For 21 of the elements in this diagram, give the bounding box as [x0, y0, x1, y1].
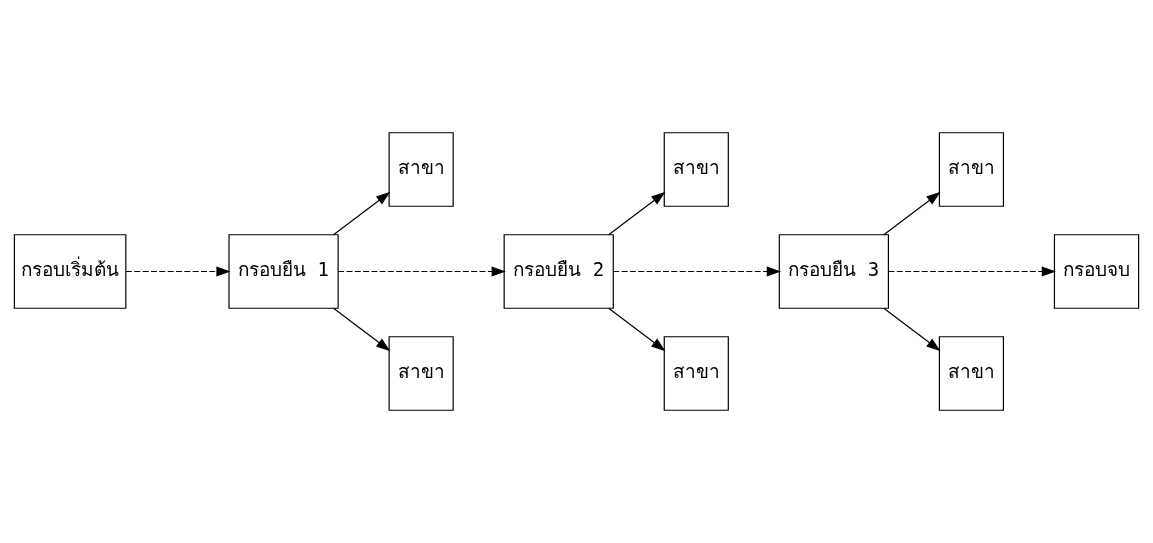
- node-box: กรอบยืน 2: [503, 234, 614, 309]
- arrow: [888, 266, 1056, 277]
- arrow: [332, 307, 391, 352]
- node-box: กรอบยืน 3: [778, 234, 889, 309]
- node-box: กรอบจบ: [1053, 234, 1140, 309]
- arrow: [125, 266, 231, 277]
- node-box: สาขา: [663, 132, 729, 207]
- arrow: [608, 191, 666, 236]
- node-box: สาขา: [938, 132, 1005, 207]
- node-box: สาขา: [663, 336, 729, 411]
- arrow: [608, 307, 666, 352]
- node-box: กรอบเริ่มต้น: [13, 234, 127, 309]
- arrow: [332, 191, 391, 236]
- node-box: สาขา: [388, 132, 454, 207]
- arrow: [612, 266, 782, 277]
- node-box: สาขา: [388, 336, 454, 411]
- arrow: [883, 307, 941, 352]
- arrow: [337, 266, 506, 277]
- arrow: [883, 191, 941, 236]
- node-box: กรอบยืน 1: [228, 234, 339, 309]
- node-box: สาขา: [938, 336, 1005, 411]
